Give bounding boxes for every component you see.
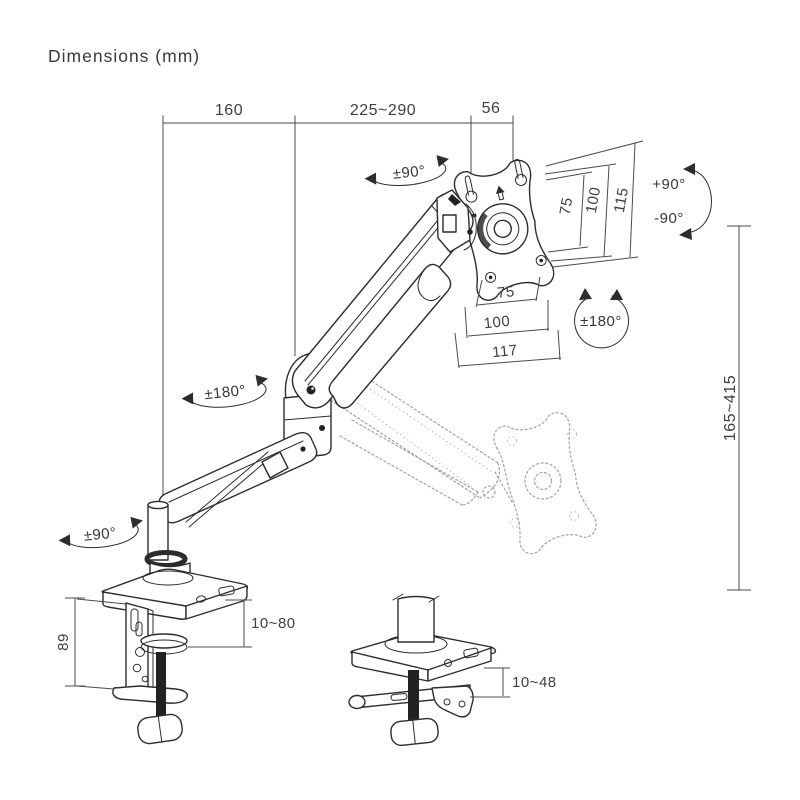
up-arrow-icon bbox=[495, 185, 505, 194]
vesa-horizontal-dimensions: 75 100 117 bbox=[454, 276, 562, 369]
dim-arm-rear-reach: 160 bbox=[215, 102, 243, 119]
dim-vesa-vert-mid: 100 bbox=[583, 186, 604, 215]
head-joint-notch bbox=[442, 214, 457, 233]
clamp-pad bbox=[140, 633, 188, 649]
ghost-arm-lowered-position bbox=[299, 348, 597, 555]
gas-rod-clevis bbox=[261, 451, 289, 479]
height-range-dimension: 165~415 bbox=[722, 225, 751, 591]
arm-side-cover bbox=[328, 263, 452, 409]
base-assembly bbox=[101, 500, 249, 745]
dim-vesa-horiz-inner: 75 bbox=[496, 283, 515, 302]
keyhole-slot-left bbox=[464, 175, 474, 196]
base-swivel-annotation: ±90° bbox=[58, 516, 143, 549]
clamp-pin bbox=[130, 608, 139, 632]
clamp-dimensions: 89 10~80 bbox=[55, 597, 296, 690]
grommet-mount: 10~48 bbox=[348, 593, 557, 747]
head-swivel-annotation: ±90° bbox=[364, 155, 449, 186]
dim-vesa-vert-outer: 115 bbox=[611, 186, 632, 214]
dim-vesa-vert-inner: 75 bbox=[557, 196, 577, 216]
vesa-vertical-dimensions: 75 100 115 bbox=[544, 140, 644, 268]
rot-tilt-down: -90° bbox=[654, 210, 684, 227]
dim-vesa-horiz-outer: 117 bbox=[491, 342, 518, 362]
dim-clamp-bracket-height: 89 bbox=[55, 633, 72, 651]
grommet-knob bbox=[390, 717, 439, 747]
vesa-rotation-annotation: ±180° bbox=[574, 288, 630, 349]
tilt-annotation: +90° -90° bbox=[652, 163, 712, 240]
dim-vesa-horiz-mid: 100 bbox=[483, 313, 511, 333]
dim-arm-front-reach: 225~290 bbox=[350, 102, 416, 119]
arm-swivel-annotation: ±180° bbox=[181, 374, 268, 408]
rot-arm-swivel: ±180° bbox=[204, 382, 247, 403]
grommet-pole-stub bbox=[397, 595, 435, 643]
clamp-screw bbox=[156, 652, 166, 718]
clamp-knob bbox=[137, 713, 183, 745]
dim-head-depth: 56 bbox=[482, 100, 501, 117]
grommet-screw bbox=[408, 670, 419, 724]
pole-collar-ring bbox=[144, 550, 188, 568]
vesa-plate bbox=[453, 158, 555, 301]
dim-grommet-thickness-range: 10~48 bbox=[512, 674, 557, 691]
clamp-lower-jaw bbox=[112, 685, 188, 704]
rot-base-swivel: ±90° bbox=[83, 524, 118, 544]
rot-vesa-rotation: ±180° bbox=[580, 313, 622, 330]
arm-assembly bbox=[158, 189, 477, 528]
rot-tilt-up: +90° bbox=[652, 176, 685, 193]
top-dimension-lines: 160 225~290 56 bbox=[162, 100, 514, 502]
dim-clamp-thickness-range: 10~80 bbox=[251, 615, 296, 632]
rot-head-swivel: ±90° bbox=[392, 162, 427, 182]
page-title: Dimensions (mm) bbox=[48, 46, 200, 66]
dim-height-range: 165~415 bbox=[722, 375, 739, 441]
keyhole-slot-right bbox=[514, 158, 524, 180]
grommet-bracket-wing bbox=[431, 685, 474, 718]
